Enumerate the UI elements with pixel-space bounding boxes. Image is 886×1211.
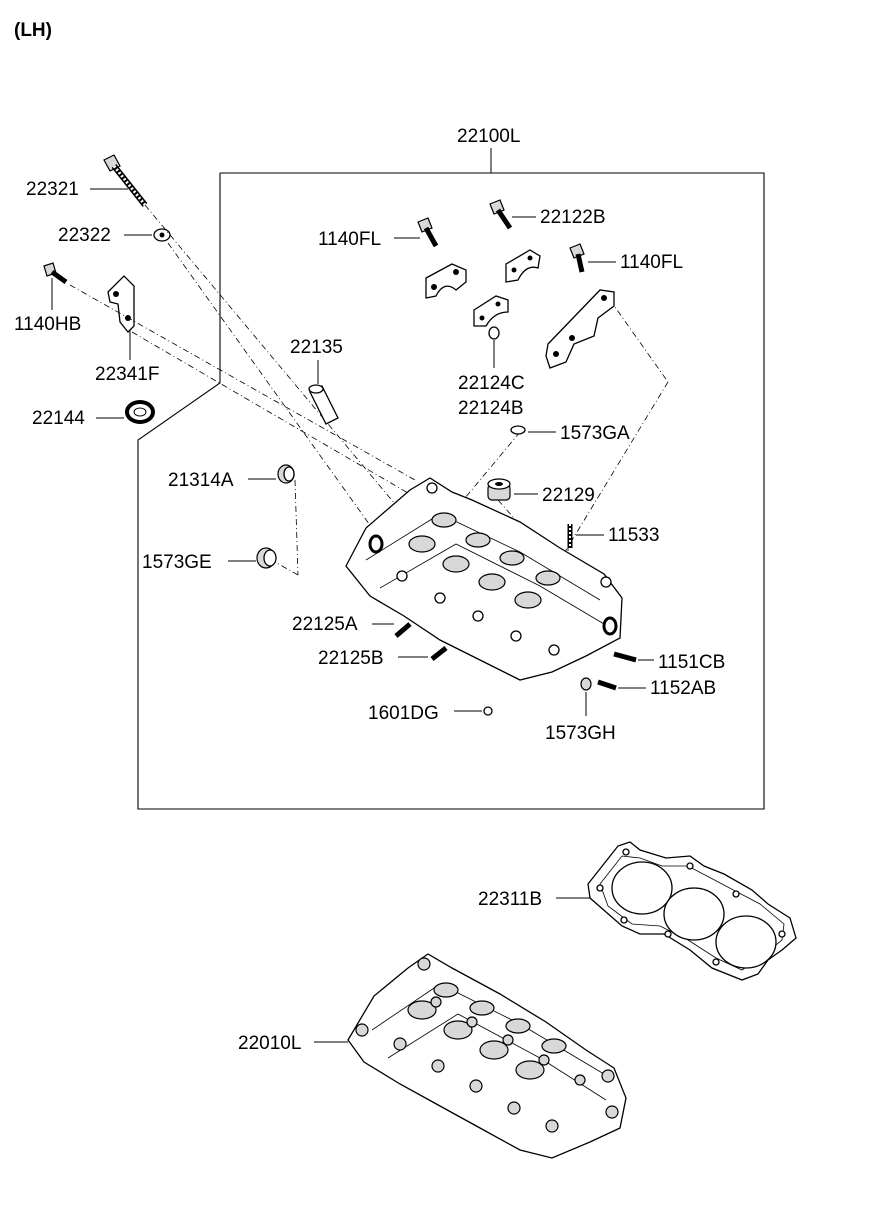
camshaft-cap-middle-lower[interactable]: [473, 295, 509, 327]
camshaft-cap-right[interactable]: [545, 289, 615, 369]
label-1151CB: 1151CB: [658, 652, 725, 673]
label-1573GE: 1573GE: [142, 552, 212, 573]
side-label: (LH): [14, 20, 52, 41]
label-1140FL-a: 1140FL: [318, 229, 381, 250]
label-1573GA: 1573GA: [560, 423, 630, 444]
label-22010L: 22010L: [238, 1033, 301, 1054]
bolt-22122B[interactable]: [489, 199, 513, 230]
bolt-1140FL-a[interactable]: [417, 217, 439, 248]
label-22122B: 22122B: [540, 207, 606, 228]
label-11533: 11533: [608, 525, 659, 546]
bolt-1140HB[interactable]: [43, 262, 68, 285]
head-gasket-22311B[interactable]: [587, 841, 797, 981]
cylinder-head-assembly: [345, 477, 623, 681]
hollow-pin-22135[interactable]: [308, 384, 339, 425]
label-21314A: 21314A: [168, 470, 234, 491]
label-22311B: 22311B: [478, 889, 542, 910]
cylinder-head-22010L[interactable]: [347, 953, 627, 1159]
seal-22129[interactable]: [487, 478, 511, 501]
camshaft-cap-middle-upper[interactable]: [505, 249, 541, 283]
plug-1573GH[interactable]: [580, 677, 592, 691]
label-22129: 22129: [542, 485, 595, 506]
bolt-22321[interactable]: [103, 154, 148, 207]
oil-seal-22144[interactable]: [125, 400, 155, 424]
ball-1601DG[interactable]: [483, 706, 493, 716]
plug-1573GE[interactable]: [256, 547, 277, 569]
label-1152AB: 1152AB: [650, 678, 716, 699]
assembly-label-22100L: 22100L: [457, 126, 520, 147]
label-22322: 22322: [58, 225, 111, 246]
label-22125A: 22125A: [292, 614, 358, 635]
dashed-guide-lines: [69, 204, 669, 578]
label-22124C: 22124C: [458, 373, 525, 394]
camshaft-cap-left[interactable]: [425, 263, 467, 299]
label-22125B: 22125B: [318, 648, 384, 669]
label-22144: 22144: [32, 408, 85, 429]
label-22124B: 22124B: [458, 398, 524, 419]
label-22341F: 22341F: [95, 364, 159, 385]
washer-22322[interactable]: [153, 228, 171, 242]
bolt-1152AB[interactable]: [597, 679, 617, 691]
label-1140HB: 1140HB: [14, 314, 81, 335]
plug-1573GA[interactable]: [510, 425, 526, 435]
stud-22125A[interactable]: [394, 622, 412, 638]
label-1140FL-b: 1140FL: [620, 252, 683, 273]
assembly-frame: [137, 148, 765, 810]
label-1573GH: 1573GH: [545, 723, 616, 744]
label-1601DG: 1601DG: [368, 703, 439, 724]
dowel-22124[interactable]: [488, 326, 500, 340]
label-22321: 22321: [26, 179, 79, 200]
bolt-1151CB[interactable]: [613, 651, 637, 663]
stud-22125B[interactable]: [430, 646, 448, 661]
bracket-22341F[interactable]: [107, 275, 135, 333]
plug-21314A[interactable]: [277, 464, 295, 484]
label-22135: 22135: [290, 337, 343, 358]
bolt-1140FL-b[interactable]: [569, 243, 585, 273]
